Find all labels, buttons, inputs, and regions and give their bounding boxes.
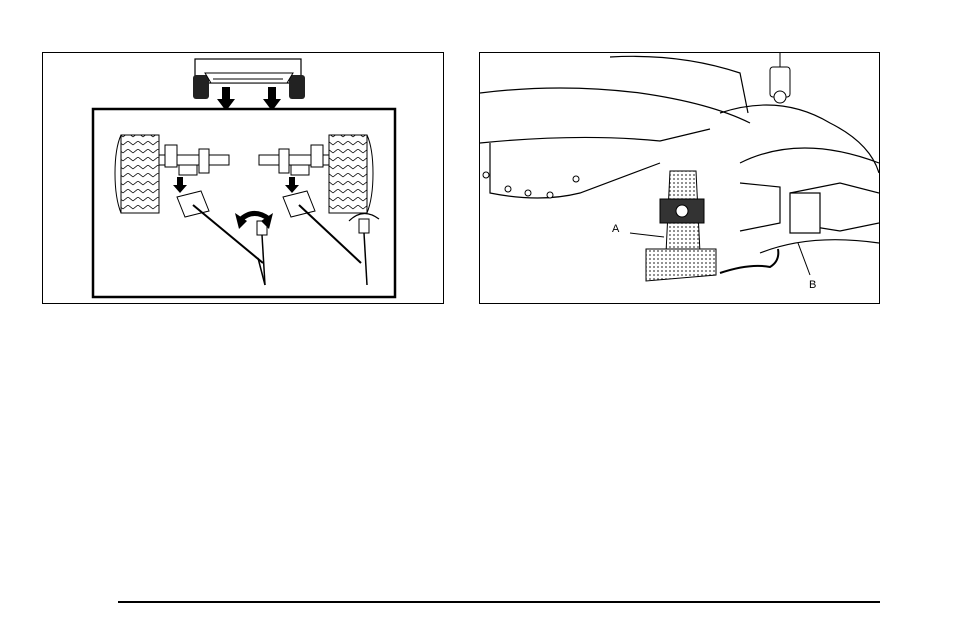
tire-right bbox=[329, 135, 373, 213]
jack-cable bbox=[720, 249, 778, 273]
callout-a: A bbox=[612, 223, 619, 235]
callout-b: B bbox=[809, 279, 816, 291]
suspension-link bbox=[770, 53, 790, 103]
up-arrow-icon bbox=[217, 87, 281, 111]
footer-rule bbox=[118, 601, 880, 603]
vehicle-rear-outline bbox=[193, 59, 305, 99]
tire-left bbox=[115, 135, 159, 213]
exhaust-pipe bbox=[740, 183, 879, 233]
jack-position-drawing bbox=[43, 53, 443, 303]
jack-under-axle-drawing bbox=[480, 53, 879, 303]
jack-position-illustration bbox=[42, 52, 444, 304]
jack-under-axle-illustration bbox=[479, 52, 880, 304]
jack bbox=[646, 171, 716, 281]
